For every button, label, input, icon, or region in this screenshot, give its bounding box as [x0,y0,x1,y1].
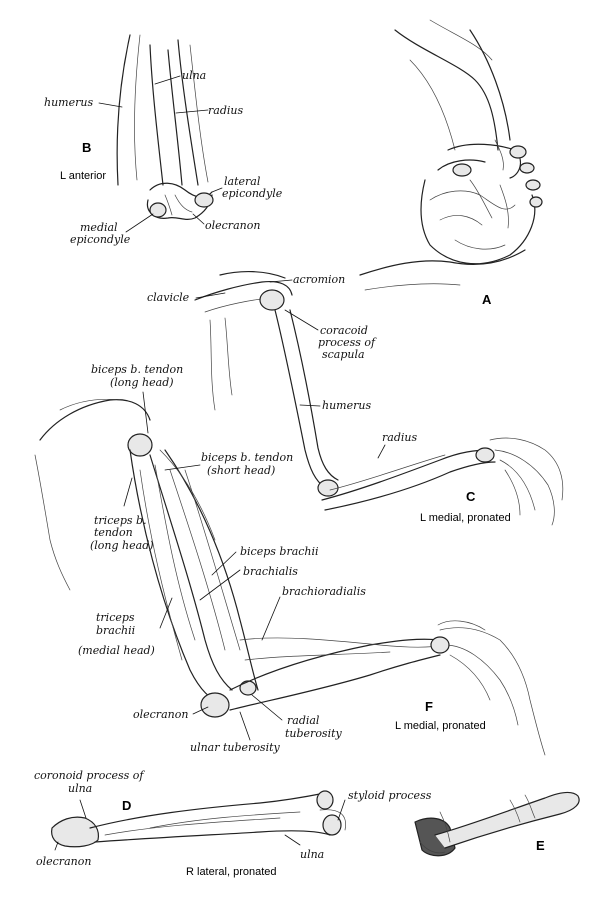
figure-d-label-styloid: styloid process [348,789,432,802]
figure-f-label-triceps-tendon-1: triceps b. [94,514,147,527]
figure-b-view-caption: L anterior [60,170,107,182]
figure-f-label-triceps-medial-2: brachii [96,624,136,637]
figure-f-letter: F [425,699,433,714]
figure-f-label-biceps-long-1: biceps b. tendon [91,363,184,376]
figure-f-label-biceps-short-1: biceps b. tendon [201,451,294,464]
figure-f-label-ulnar-tuberosity: ulnar tuberosity [190,741,280,754]
figure-b-label-radius: radius [208,104,244,117]
figure-c-label-coracoid-3: scapula [322,348,365,361]
figure-b-label-medial-1: medial [80,221,118,234]
figure-e-letter: E [536,838,545,853]
figure-d-label-coronoid-1: coronoid process of [34,769,144,782]
figure-c-label-acromion: acromion [293,273,346,286]
figure-f-label-triceps-medial-1: triceps [96,611,135,624]
figure-b-label-ulna: ulna [182,69,207,82]
figure-f-label-biceps-brachii: biceps brachii [240,545,319,558]
figure-f-label-radial-tuberosity-1: radial [287,714,320,727]
figure-e-drawing [414,791,580,857]
figure-d-drawing [51,790,346,851]
figure-c-view-caption: L medial, pronated [420,512,511,524]
figure-b-label-medial-2: epicondyle [70,233,131,246]
figure-a-drawing [359,19,543,291]
figure-c-label-coracoid-1: coracoid [320,324,368,337]
figure-b-label-humerus: humerus [44,96,94,109]
figure-f-label-triceps-medial-3: (medial head) [78,644,155,657]
figure-d-label-ulna: ulna [300,848,325,861]
figure-f-label-olecranon: olecranon [133,708,189,721]
figure-f-label-triceps-tendon-3: (long head) [90,539,154,552]
figure-f-label-radial-tuberosity-2: tuberosity [285,727,342,740]
figure-d-view-caption: R lateral, pronated [186,866,277,878]
figure-f-label-brachialis: brachialis [243,565,298,578]
figure-f-drawing [34,391,546,756]
figure-c-label-humerus: humerus [322,399,372,412]
figure-c-letter: C [466,489,476,504]
figure-b-label-lateral-2: epicondyle [222,187,283,200]
figure-c-label-clavicle: clavicle [147,291,190,304]
figure-c-label-coracoid-2: process of [318,336,376,349]
figure-d-label-olecranon: olecranon [36,855,92,868]
figure-f-view-caption: L medial, pronated [395,720,486,732]
figure-b-label-olecranon: olecranon [205,219,261,232]
figure-b-label-lateral-1: lateral [224,175,261,188]
figure-d-label-coronoid-2: ulna [68,782,93,795]
figure-c-label-radius: radius [382,431,418,444]
figure-d-letter: D [122,798,132,813]
figure-b-letter: B [82,140,92,155]
figure-a-letter: A [482,292,492,307]
figure-f-label-brachioradialis: brachioradialis [282,585,366,598]
figure-f-label-triceps-tendon-2: tendon [94,526,133,539]
figure-f-label-biceps-long-2: (long head) [110,376,174,389]
figure-c-drawing [194,270,564,526]
figure-b-drawing [98,34,223,233]
figure-f-label-biceps-short-2: (short head) [207,464,276,477]
